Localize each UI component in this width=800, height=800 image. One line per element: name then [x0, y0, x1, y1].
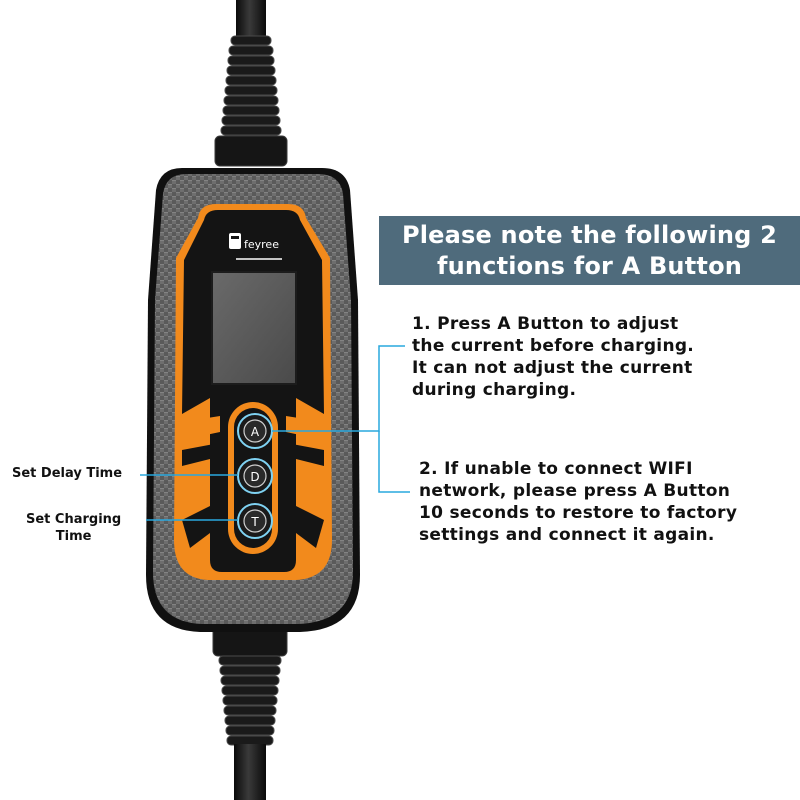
note-1-line-1: 1. Press A Button to adjust	[412, 314, 679, 334]
note-1-line-2: the current before charging.	[412, 336, 695, 356]
note-1-line-4: during charging.	[412, 380, 577, 400]
button-d-label: D	[250, 470, 259, 484]
button-d[interactable]: D	[237, 458, 273, 494]
feyree-logo	[229, 233, 282, 260]
set-delay-time-label: Set Delay Time	[12, 465, 122, 482]
button-t[interactable]: T	[237, 503, 273, 539]
info-banner: Please note the following 2 functions fo…	[379, 216, 800, 285]
button-a-label: A	[251, 425, 260, 439]
bottom-cable	[212, 625, 288, 800]
button-a[interactable]: A	[237, 413, 273, 449]
note-adjust-current: 1. Press A Button to adjust the current …	[412, 313, 694, 401]
button-t-label: T	[250, 515, 259, 529]
set-delay-time-text: Set Delay Time	[12, 466, 123, 481]
note-1-line-3: It can not adjust the current	[412, 358, 693, 378]
note-2-line-2: network, please press A Button	[419, 481, 731, 501]
set-charging-time-label: Set Charging Time	[26, 511, 121, 545]
callout-lines	[140, 345, 410, 521]
top-cable	[214, 0, 288, 167]
set-charging-time-line-1: Set Charging	[26, 512, 122, 527]
note-2-line-1: 2. If unable to connect WIFI	[419, 459, 693, 479]
lcd-screen	[211, 271, 297, 385]
banner-line-2: functions for A Button	[436, 251, 743, 280]
note-wifi-reset: 2. If unable to connect WIFI network, pl…	[419, 458, 737, 546]
banner-line-1: Please note the following 2	[401, 220, 778, 249]
note-2-line-4: settings and connect it again.	[419, 525, 715, 545]
brand-name: feyree	[244, 238, 279, 251]
note-2-line-3: 10 seconds to restore to factory	[419, 503, 738, 523]
set-charging-time-line-2: Time	[55, 529, 92, 544]
